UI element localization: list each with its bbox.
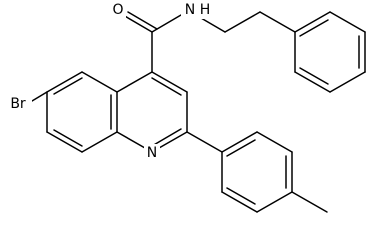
bromine-atom-label: Br (6, 95, 32, 113)
oxygen-atom-label: O (110, 1, 126, 19)
svg-text:N: N (185, 2, 195, 18)
ethyl-linker (200, 11, 296, 33)
svg-text:N: N (147, 145, 157, 161)
methyl-bond (291, 191, 328, 213)
ring-nitrogen-label: N (144, 144, 160, 162)
phenyl-ring (294, 11, 366, 93)
carboxamide-group (122, 11, 182, 73)
svg-text:O: O (112, 2, 123, 18)
molecule-structure-diagram: Br O N H N (6, 1, 366, 213)
pyridine-ring (116, 71, 188, 153)
tolyl-ring (186, 131, 293, 213)
svg-text:Br: Br (10, 96, 26, 112)
structure-drawing: Br O N H N (6, 1, 366, 213)
bromine-bond (31, 91, 48, 102)
amide-nitrogen-label: N H (181, 1, 215, 19)
svg-text:H: H (200, 2, 211, 18)
benzo-ring (46, 71, 118, 153)
